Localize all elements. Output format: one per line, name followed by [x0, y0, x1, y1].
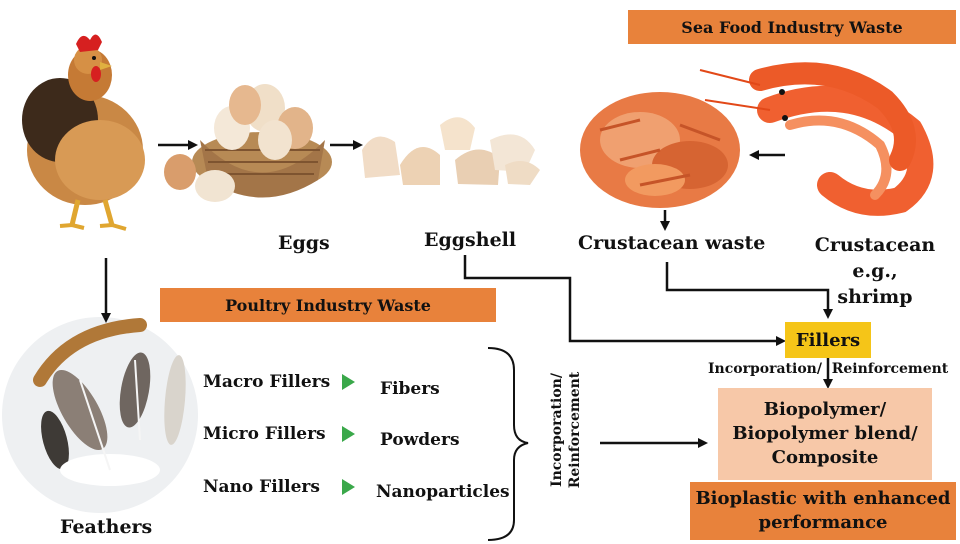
micro-arrow-triangle — [342, 426, 355, 442]
sea-food-banner: Sea Food Industry Waste — [628, 10, 956, 44]
macro-fillers-label: Macro Fillers — [203, 372, 330, 392]
biopolymer-line3: Composite — [772, 446, 879, 470]
crustacean-waste-illustration — [580, 92, 740, 208]
nanoparticles-label: Nanoparticles — [376, 482, 510, 502]
feathers-label: Feathers — [60, 516, 152, 538]
bioplastic-line2: performance — [759, 511, 888, 535]
micro-fillers-label: Micro Fillers — [203, 424, 326, 444]
eggshell-label: Eggshell — [424, 229, 516, 251]
crustacean-example-label: Crustacean e.g., shrimp — [790, 232, 960, 310]
bioplastic-box: Bioplastic with enhanced performance — [690, 482, 956, 540]
nano-arrow-triangle — [342, 479, 355, 495]
eggs-label: Eggs — [278, 232, 330, 254]
fillers-box: Fillers — [785, 322, 871, 358]
poultry-banner: Poultry Industry Waste — [160, 288, 496, 322]
bioplastic-line1: Bioplastic with enhanced — [695, 487, 950, 511]
eggshell-illustration — [362, 117, 540, 185]
biopolymer-line1: Biopolymer/ — [764, 398, 887, 422]
nano-fillers-label: Nano Fillers — [203, 477, 320, 497]
powders-label: Powders — [380, 430, 460, 450]
crustacean-waste-label: Crustacean waste — [578, 232, 765, 254]
crustacean-example-line1: Crustacean e.g., — [790, 232, 960, 284]
biopolymer-box: Biopolymer/ Biopolymer blend/ Composite — [718, 388, 932, 480]
incorporation-vertical-line2: Reinforcement — [566, 330, 584, 530]
macro-arrow-triangle — [342, 374, 355, 390]
crustacean-example-line2: shrimp — [790, 284, 960, 310]
fibers-label: Fibers — [380, 379, 440, 399]
hen-illustration — [22, 34, 145, 229]
egg-basket-illustration — [164, 84, 332, 202]
feathers-illustration — [2, 317, 198, 513]
incorporation-reinforcement-label: Incorporation/ Reinforcement — [708, 361, 948, 377]
incorporation-vertical-line1: Incorporation/ — [548, 330, 566, 530]
biopolymer-line2: Biopolymer blend/ — [732, 422, 917, 446]
incorporation-vertical-text: Incorporation/ Reinforcement — [548, 330, 584, 530]
